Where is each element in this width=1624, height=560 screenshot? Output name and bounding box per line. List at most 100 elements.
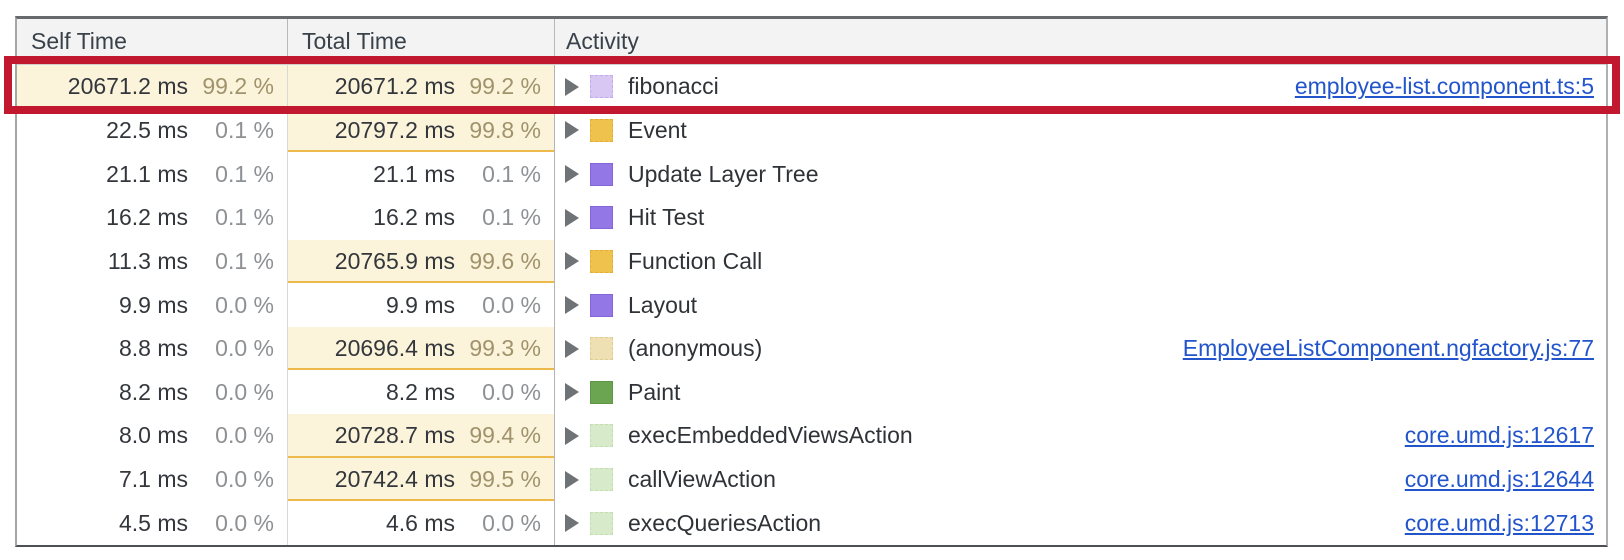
category-swatch-icon — [590, 162, 613, 186]
activity-label: Paint — [628, 378, 681, 405]
table-row[interactable]: 9.9 ms 0.0 % 9.9 ms 0.0 % Layout — [17, 283, 1606, 327]
total-time-value: 21.1 ms — [373, 160, 455, 187]
table-header: Self Time Total Time Activity — [17, 19, 1606, 65]
expand-arrow-icon[interactable] — [565, 426, 579, 445]
source-link[interactable]: core.umd.js:12713 — [1404, 509, 1594, 536]
source-link[interactable]: core.umd.js:12644 — [1404, 466, 1594, 493]
activity-cell: execQueriesAction core.umd.js:12713 — [555, 501, 1606, 545]
self-time-value: 7.1 ms — [118, 466, 188, 493]
total-time-percent: 0.1 % — [482, 160, 541, 187]
total-time-value: 20765.9 ms — [334, 247, 455, 274]
self-time-percent: 0.1 % — [215, 204, 274, 231]
activity-cell: callViewAction core.umd.js:12644 — [555, 458, 1606, 502]
activity-cell: (anonymous) EmployeeListComponent.ngfact… — [555, 327, 1606, 371]
self-time-cell: 8.8 ms 0.0 % — [17, 326, 288, 371]
category-swatch-icon — [590, 118, 613, 142]
self-time-value: 8.2 ms — [118, 378, 188, 405]
total-time-cell: 20765.9 ms 99.6 % — [288, 239, 555, 284]
column-header-total-time[interactable]: Total Time — [288, 19, 555, 64]
category-swatch-icon — [590, 337, 613, 361]
activity-label: Hit Test — [628, 204, 705, 231]
total-time-percent: 99.4 % — [469, 422, 541, 449]
self-time-value: 20671.2 ms — [67, 73, 188, 100]
expand-arrow-icon[interactable] — [565, 165, 579, 184]
activity-cell: Event — [555, 109, 1606, 153]
self-time-percent: 0.1 % — [215, 160, 274, 187]
activity-label: Layout — [628, 291, 698, 318]
self-time-value: 8.0 ms — [118, 422, 188, 449]
activity-label: execQueriesAction — [628, 509, 822, 536]
self-time-cell: 8.0 ms 0.0 % — [17, 414, 288, 458]
category-swatch-icon — [590, 249, 613, 273]
total-time-cell: 9.9 ms 0.0 % — [288, 283, 555, 327]
bottom-up-table: Self Time Total Time Activity 20671.2 ms… — [15, 16, 1608, 547]
column-header-activity[interactable]: Activity — [566, 28, 639, 54]
activity-cell: Function Call — [555, 240, 1606, 284]
activity-label: Update Layer Tree — [628, 160, 819, 187]
activity-label: (anonymous) — [628, 335, 763, 362]
source-link[interactable]: EmployeeListComponent.ngfactory.js:77 — [1182, 335, 1594, 362]
total-time-value: 9.9 ms — [385, 291, 455, 318]
table-row[interactable]: 8.8 ms 0.0 % 20696.4 ms 99.3 % (anonymous)… — [17, 326, 1606, 371]
self-time-percent: 0.1 % — [215, 247, 274, 274]
activity-cell: fibonacci employee-list.component.ts:5 — [555, 65, 1606, 109]
expand-arrow-icon[interactable] — [565, 383, 579, 402]
expand-arrow-icon[interactable] — [565, 121, 579, 140]
table-row[interactable]: 11.3 ms 0.1 % 20765.9 ms 99.6 % Function C… — [17, 239, 1606, 284]
activity-cell: execEmbeddedViewsAction core.umd.js:1261… — [555, 414, 1606, 458]
source-link[interactable]: employee-list.component.ts:5 — [1294, 73, 1594, 100]
total-time-percent: 0.0 % — [482, 378, 541, 405]
category-swatch-icon — [590, 206, 613, 230]
expand-arrow-icon[interactable] — [565, 470, 579, 489]
total-time-percent: 99.3 % — [469, 335, 541, 362]
self-time-percent: 0.0 % — [215, 335, 274, 362]
self-time-cell: 11.3 ms 0.1 % — [17, 239, 288, 284]
total-time-value: 20696.4 ms — [334, 335, 455, 362]
self-time-value: 11.3 ms — [107, 247, 188, 274]
total-time-percent: 99.5 % — [469, 466, 541, 493]
self-time-percent: 0.1 % — [215, 116, 274, 143]
activity-label: Function Call — [628, 247, 763, 274]
expand-arrow-icon[interactable] — [565, 208, 579, 227]
category-swatch-icon — [590, 75, 613, 99]
source-link[interactable]: core.umd.js:12617 — [1404, 422, 1594, 449]
expand-arrow-icon[interactable] — [565, 77, 579, 96]
self-time-percent: 0.0 % — [215, 378, 274, 405]
self-time-percent: 0.0 % — [215, 422, 274, 449]
self-time-percent: 0.0 % — [215, 509, 274, 536]
column-header-self-time[interactable]: Self Time — [17, 19, 288, 64]
expand-arrow-icon[interactable] — [565, 514, 579, 533]
activity-cell: Hit Test — [555, 196, 1606, 240]
total-time-cell: 20696.4 ms 99.3 % — [288, 326, 555, 371]
expand-arrow-icon[interactable] — [565, 296, 579, 315]
total-time-value: 20742.4 ms — [334, 466, 455, 493]
activity-cell: Update Layer Tree — [555, 152, 1606, 196]
total-time-percent: 99.8 % — [469, 116, 541, 143]
self-time-value: 9.9 ms — [118, 291, 188, 318]
expand-arrow-icon[interactable] — [565, 339, 579, 358]
self-time-value: 8.8 ms — [118, 335, 188, 362]
expand-arrow-icon[interactable] — [565, 252, 579, 271]
total-time-percent: 99.6 % — [469, 247, 541, 274]
total-time-value: 20797.2 ms — [334, 116, 455, 143]
total-time-value: 4.6 ms — [385, 509, 455, 536]
total-time-percent: 0.0 % — [482, 291, 541, 318]
total-time-cell: 20797.2 ms 99.8 % — [288, 108, 555, 153]
